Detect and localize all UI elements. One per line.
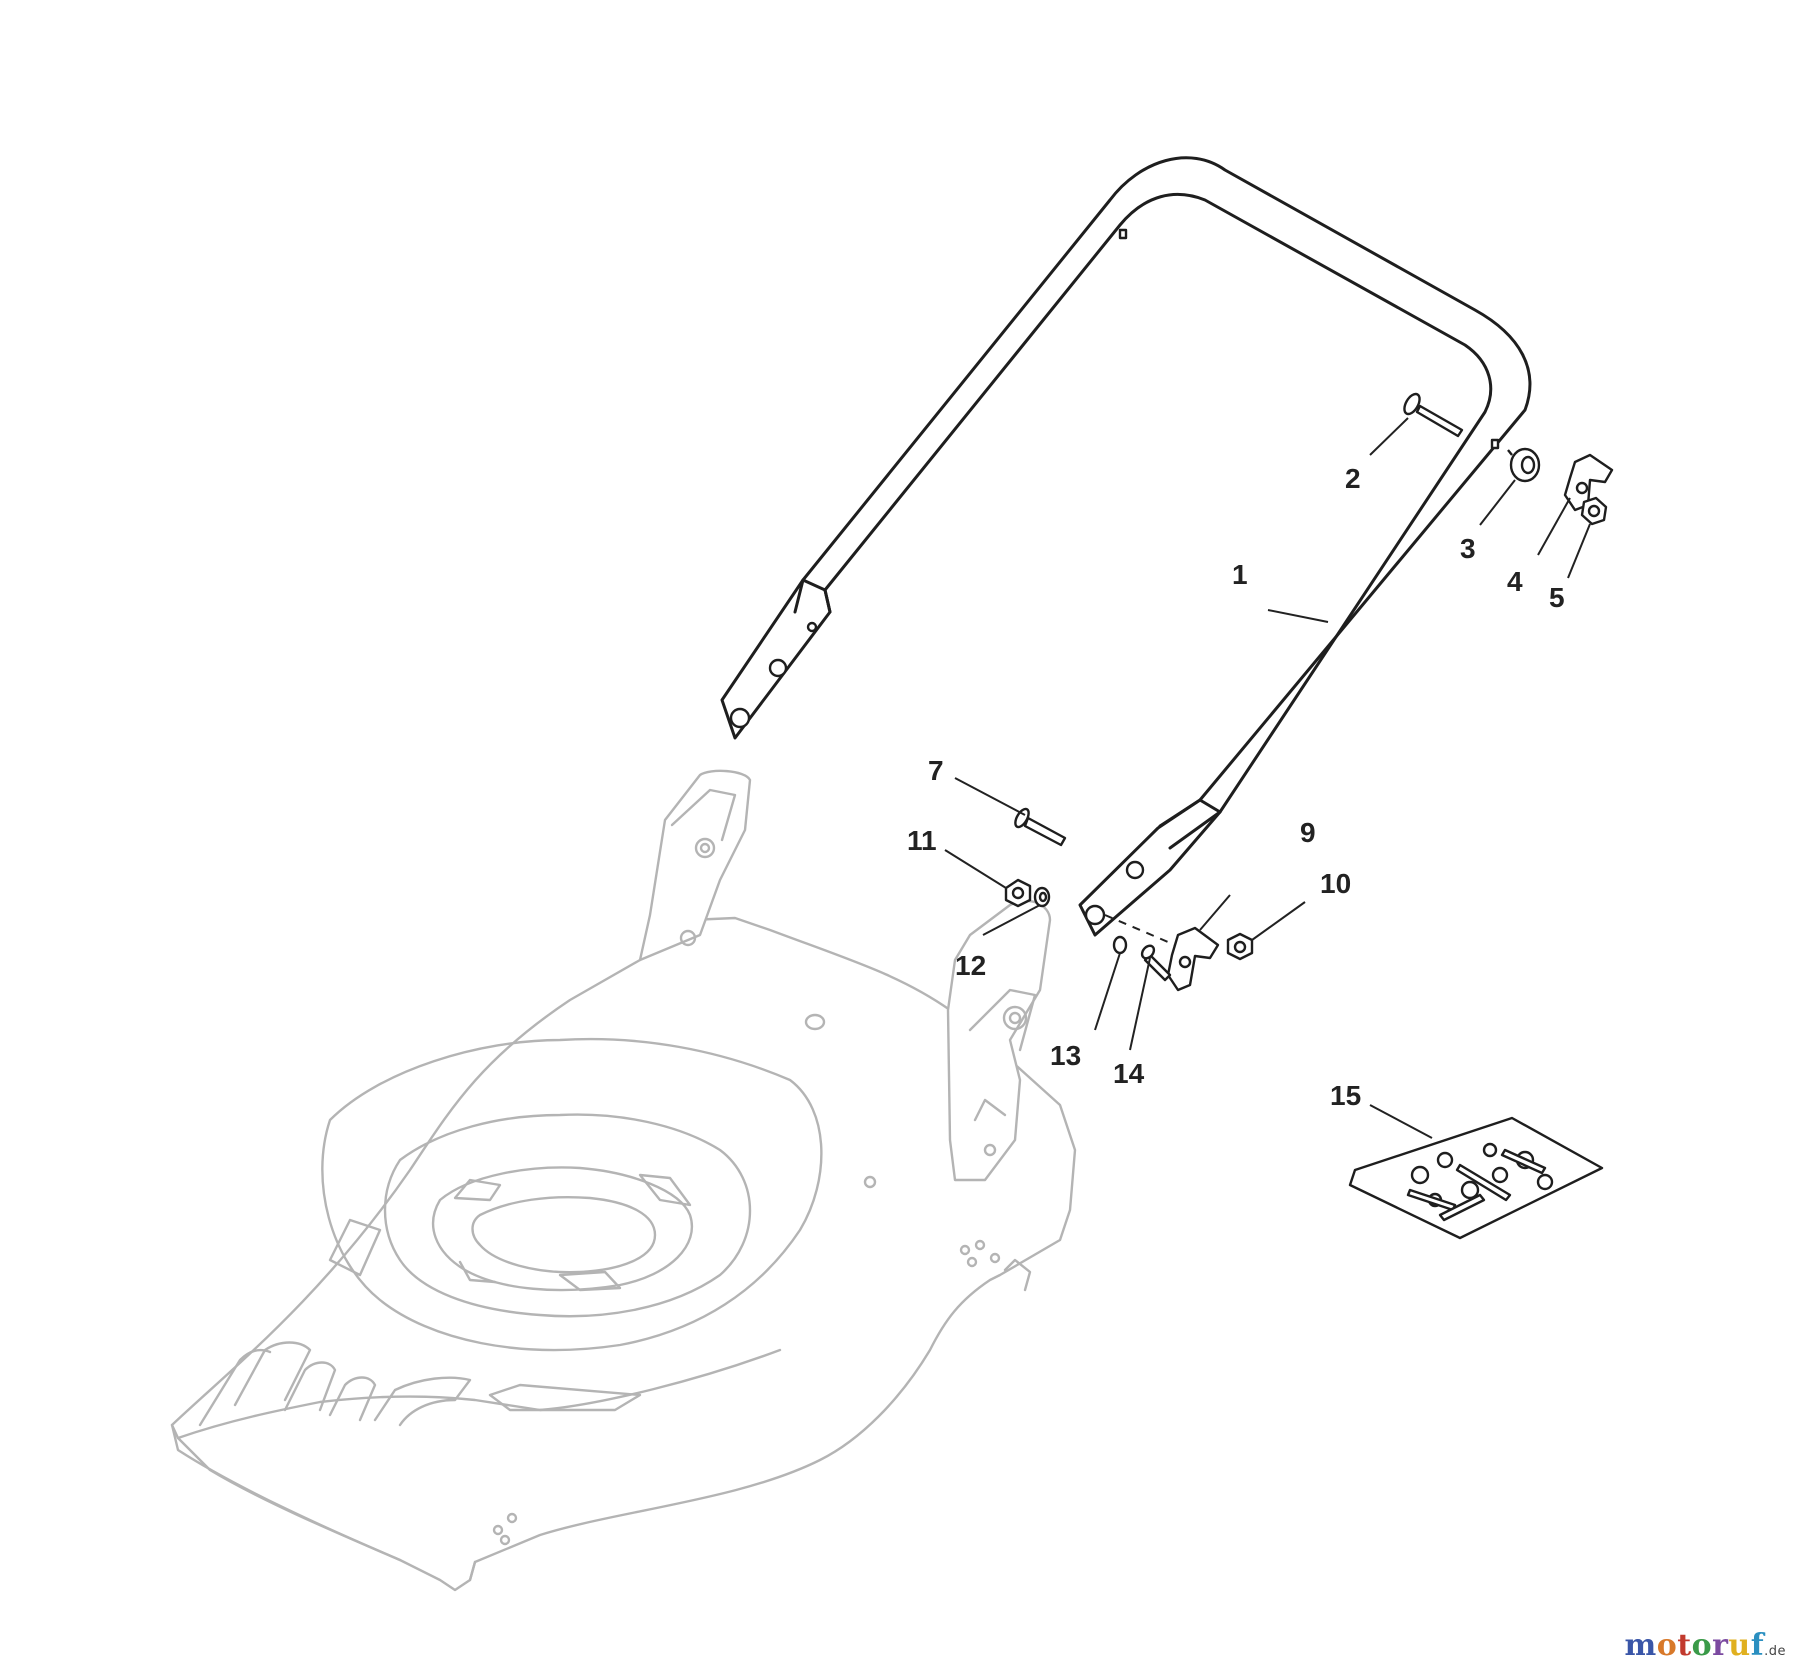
deck-front-vent [488,1383,642,1412]
callout-4: 4 [1507,566,1523,597]
watermark-tld: .de [1764,1644,1786,1659]
watermark-letter-6: f [1750,1628,1765,1663]
callout-15: 15 [1330,1080,1361,1111]
washer-part-13 [1112,935,1128,955]
deck-right-bracket [946,899,1052,1182]
hardware-bag-part-15 [1348,1116,1604,1240]
watermark-letter-2: t [1677,1628,1692,1663]
callout-10: 10 [1320,868,1351,899]
callout-2: 2 [1345,463,1361,494]
bolt-part-7 [1014,807,1067,847]
watermark-letter-3: o [1691,1628,1713,1663]
callout-labels: 1 2 3 4 5 7 9 10 11 12 13 14 15 [907,463,1565,1111]
handle-bar [720,156,1532,937]
washer-part-12 [1033,886,1051,908]
callout-3: 3 [1460,533,1476,564]
callout-1: 1 [1232,559,1248,590]
watermark-letter-0: m [1624,1628,1657,1663]
knob-part-9 [1104,914,1220,992]
callout-13: 13 [1050,1040,1081,1071]
callout-11: 11 [907,825,937,856]
deck-rib-4 [373,1376,472,1427]
deck-left-bracket [638,769,752,962]
deck-rib-3 [328,1376,377,1422]
watermark-letter-1: o [1656,1628,1678,1663]
callout-7: 7 [928,755,944,786]
bolt-part-2 [1403,392,1464,438]
mower-deck [170,769,1077,1592]
nut-part-11 [1004,878,1032,908]
deck-side-vent [328,1218,382,1277]
screw-part-14 [1140,944,1172,982]
callout-5: 5 [1549,582,1565,613]
callout-9: 9 [1300,817,1316,848]
watermark-letter-4: r [1712,1628,1729,1663]
nut-part-10 [1226,932,1254,961]
callout-12: 12 [955,950,986,981]
deck-rib-2 [283,1361,337,1412]
motoruf-watermark: motoruf.de [1624,1628,1786,1663]
callout-14: 14 [1113,1058,1145,1089]
watermark-letter-5: u [1728,1628,1751,1663]
nut-part-5 [1580,496,1608,526]
leader-lines [944,417,1591,1139]
cam-washer-part-3 [1507,447,1541,483]
knob-part-4 [1563,453,1614,512]
